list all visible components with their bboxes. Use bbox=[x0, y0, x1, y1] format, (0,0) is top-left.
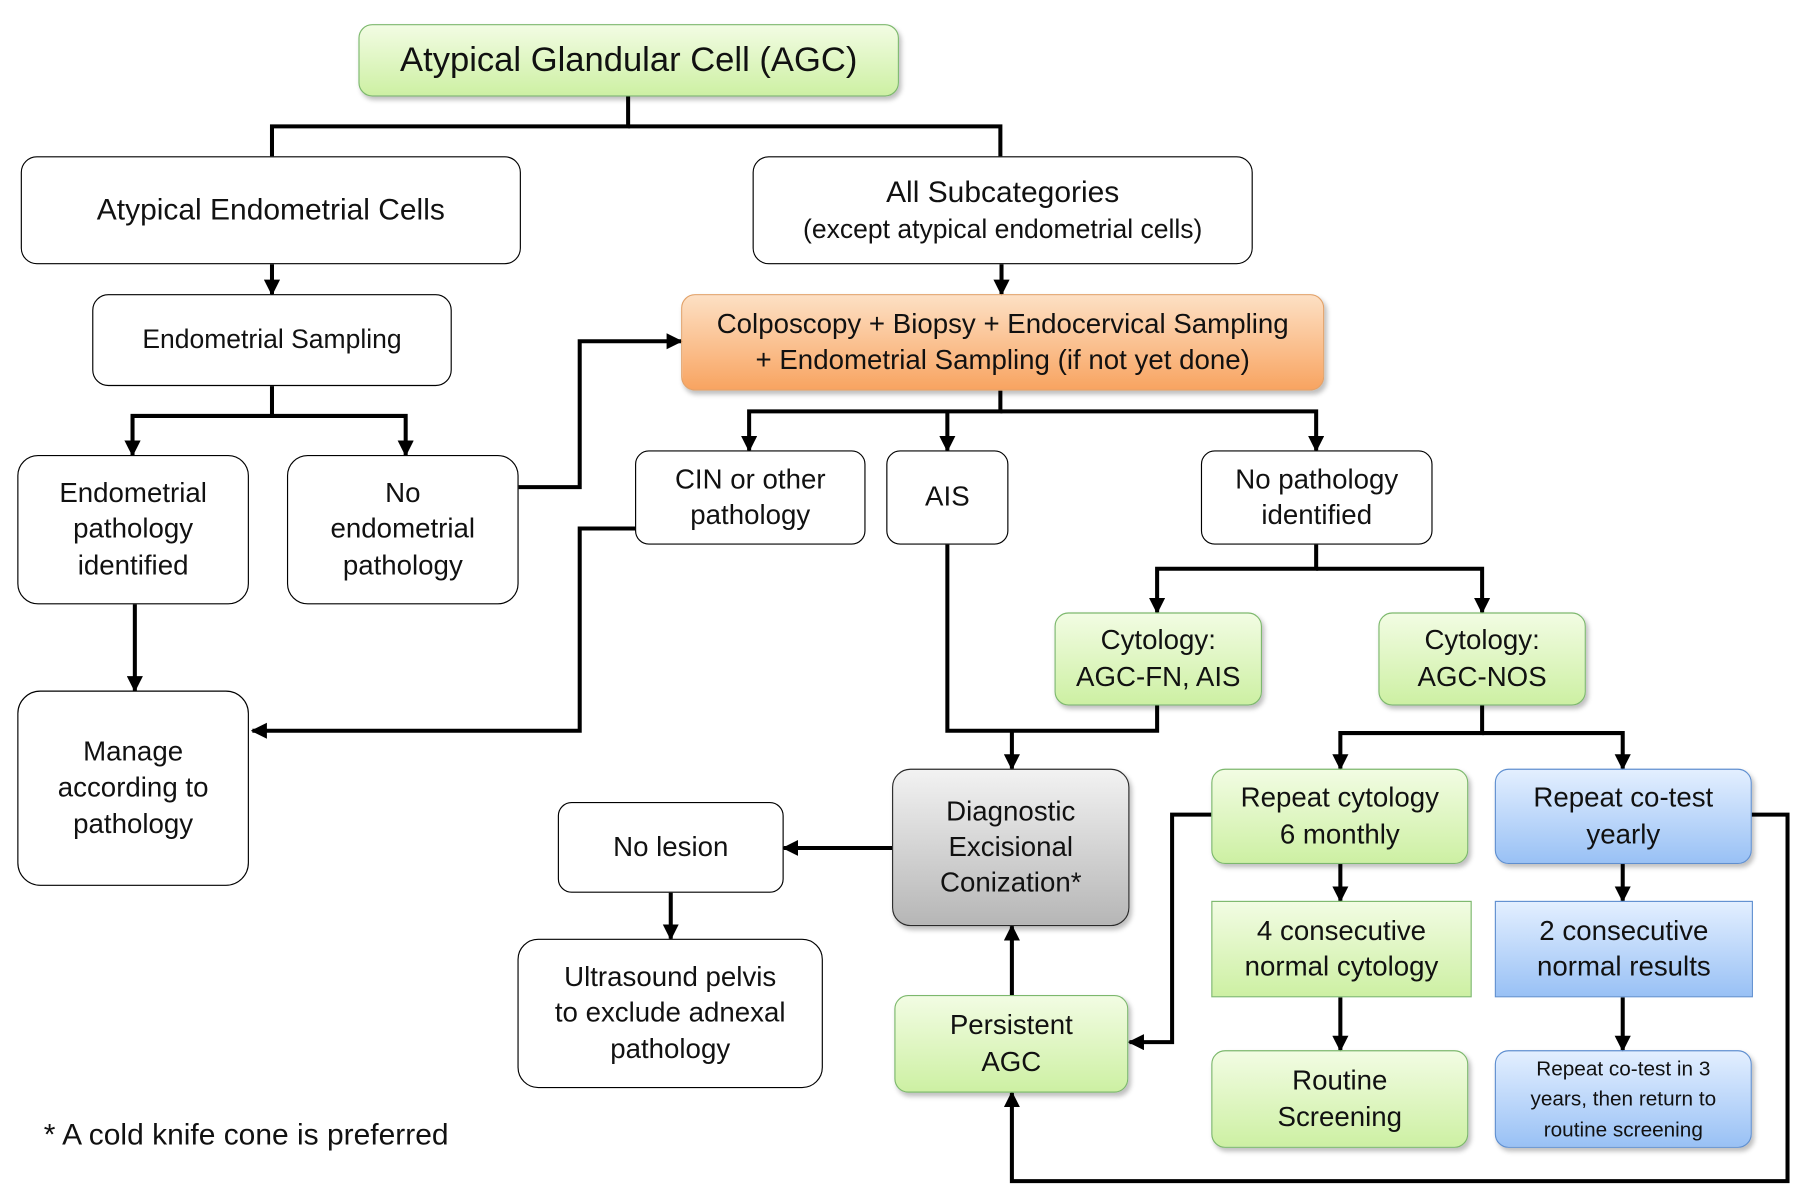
noendo-line-1: No bbox=[385, 478, 421, 510]
no-pathology-identified-node: No pathology identified bbox=[1200, 450, 1433, 545]
no-lesion-node: No lesion bbox=[557, 802, 784, 893]
nopath-line-1: No pathology bbox=[1235, 463, 1399, 496]
ultra-line-3: pathology bbox=[610, 1033, 731, 1065]
no-endometrial-pathology-node: No endometrial pathology bbox=[286, 455, 519, 605]
repeat-cotest-3-years-node: Repeat co-test in 3 years, then return t… bbox=[1494, 1050, 1752, 1148]
cytology-agc-nos-node: Cytology: AGC-NOS bbox=[1378, 612, 1586, 706]
ultra-line-2: to exclude adnexal bbox=[554, 997, 786, 1029]
endometrial-pathology-identified-node: Endometrial pathology identified bbox=[17, 455, 249, 605]
cytofn-line-2: AGC-FN, AIS bbox=[1076, 661, 1241, 693]
four-line-1: 4 consecutive bbox=[1256, 915, 1427, 947]
routine-line-1: Routine bbox=[1292, 1065, 1388, 1097]
cytology-agc-fn-ais-node: Cytology: AGC-FN, AIS bbox=[1054, 612, 1262, 706]
colpo-line-2: + Endometrial Sampling (if not yet done) bbox=[755, 344, 1250, 376]
diagnostic-conization-node: Diagnostic Excisional Conization* bbox=[892, 768, 1130, 927]
persist-line-2: AGC bbox=[981, 1046, 1042, 1078]
ultra-line-1: Ultrasound pelvis bbox=[564, 961, 777, 993]
endometrial-sampling-node: Endometrial Sampling bbox=[92, 294, 452, 387]
persistent-agc-node: Persistent AGC bbox=[894, 995, 1129, 1093]
persist-line-1: Persistent bbox=[949, 1010, 1073, 1042]
ais-line-1: AIS bbox=[925, 481, 970, 513]
allsub-line-1: All Subcategories bbox=[886, 174, 1120, 210]
cytonos-line-1: Cytology: bbox=[1424, 625, 1540, 657]
allsub-line-2: (except atypical endometrial cells) bbox=[803, 213, 1203, 244]
four-consecutive-node: 4 consecutive normal cytology bbox=[1211, 900, 1472, 998]
manage-line-3: pathology bbox=[73, 808, 194, 840]
cin-node: CIN or other pathology bbox=[635, 450, 866, 545]
diag-line-2: Excisional bbox=[948, 831, 1073, 863]
repeat-cytology-node: Repeat cytology 6 monthly bbox=[1211, 768, 1469, 865]
noendo-line-2: endometrial bbox=[330, 514, 476, 546]
repcotest-line-2: yearly bbox=[1586, 818, 1661, 850]
diag-line-3: Conization* bbox=[940, 867, 1082, 899]
routine-line-2: Screening bbox=[1277, 1101, 1403, 1133]
agc-line-1: Atypical Glandular Cell (AGC) bbox=[400, 41, 858, 80]
all-subcategories-node: All Subcategories (except atypical endom… bbox=[752, 156, 1253, 265]
endopath-line-2: pathology bbox=[73, 514, 194, 546]
cin-line-2: pathology bbox=[690, 499, 811, 531]
diag-line-1: Diagnostic bbox=[946, 795, 1076, 827]
manage-line-1: Manage bbox=[83, 736, 184, 768]
rep3-line-3: routine screening bbox=[1543, 1117, 1703, 1141]
cin-line-1: CIN or other bbox=[674, 463, 826, 496]
two-line-2: normal results bbox=[1537, 951, 1711, 983]
rep3-line-2: years, then return to bbox=[1530, 1087, 1717, 1111]
aec-line-1: Atypical Endometrial Cells bbox=[96, 191, 445, 227]
noendo-line-3: pathology bbox=[342, 549, 463, 581]
colposcopy-node: Colposcopy + Biopsy + Endocervical Sampl… bbox=[681, 294, 1325, 391]
nolesion-line-1: No lesion bbox=[613, 831, 729, 863]
endosamp-line-1: Endometrial Sampling bbox=[142, 324, 402, 354]
rep3-line-1: Repeat co-test in 3 bbox=[1536, 1057, 1711, 1081]
manage-node: Manage according to pathology bbox=[17, 690, 249, 886]
ais-node: AIS bbox=[886, 450, 1009, 545]
cytofn-line-1: Cytology: bbox=[1100, 625, 1216, 657]
repcotest-line-1: Repeat co-test bbox=[1533, 782, 1714, 814]
cytonos-line-2: AGC-NOS bbox=[1417, 661, 1547, 693]
agc-node: Atypical Glandular Cell (AGC) bbox=[358, 24, 899, 97]
endopath-line-1: Endometrial bbox=[59, 478, 207, 510]
repeat-cotest-yearly-node: Repeat co-test yearly bbox=[1494, 768, 1752, 865]
colpo-line-1: Colposcopy + Biopsy + Endocervical Sampl… bbox=[716, 308, 1289, 340]
routine-screening-node: Routine Screening bbox=[1211, 1050, 1469, 1148]
four-line-2: normal cytology bbox=[1244, 951, 1439, 983]
footnote: * A cold knife cone is preferred bbox=[43, 1116, 449, 1152]
repcyto-line-2: 6 monthly bbox=[1279, 818, 1400, 850]
two-consecutive-node: 2 consecutive normal results bbox=[1494, 900, 1753, 998]
atypical-endometrial-cells-node: Atypical Endometrial Cells bbox=[20, 156, 521, 265]
two-line-1: 2 consecutive bbox=[1539, 915, 1709, 947]
endopath-line-3: identified bbox=[77, 549, 189, 581]
manage-line-2: according to bbox=[57, 772, 209, 804]
ultrasound-node: Ultrasound pelvis to exclude adnexal pat… bbox=[517, 938, 823, 1089]
nopath-line-2: identified bbox=[1261, 499, 1373, 531]
repcyto-line-1: Repeat cytology bbox=[1240, 782, 1439, 814]
